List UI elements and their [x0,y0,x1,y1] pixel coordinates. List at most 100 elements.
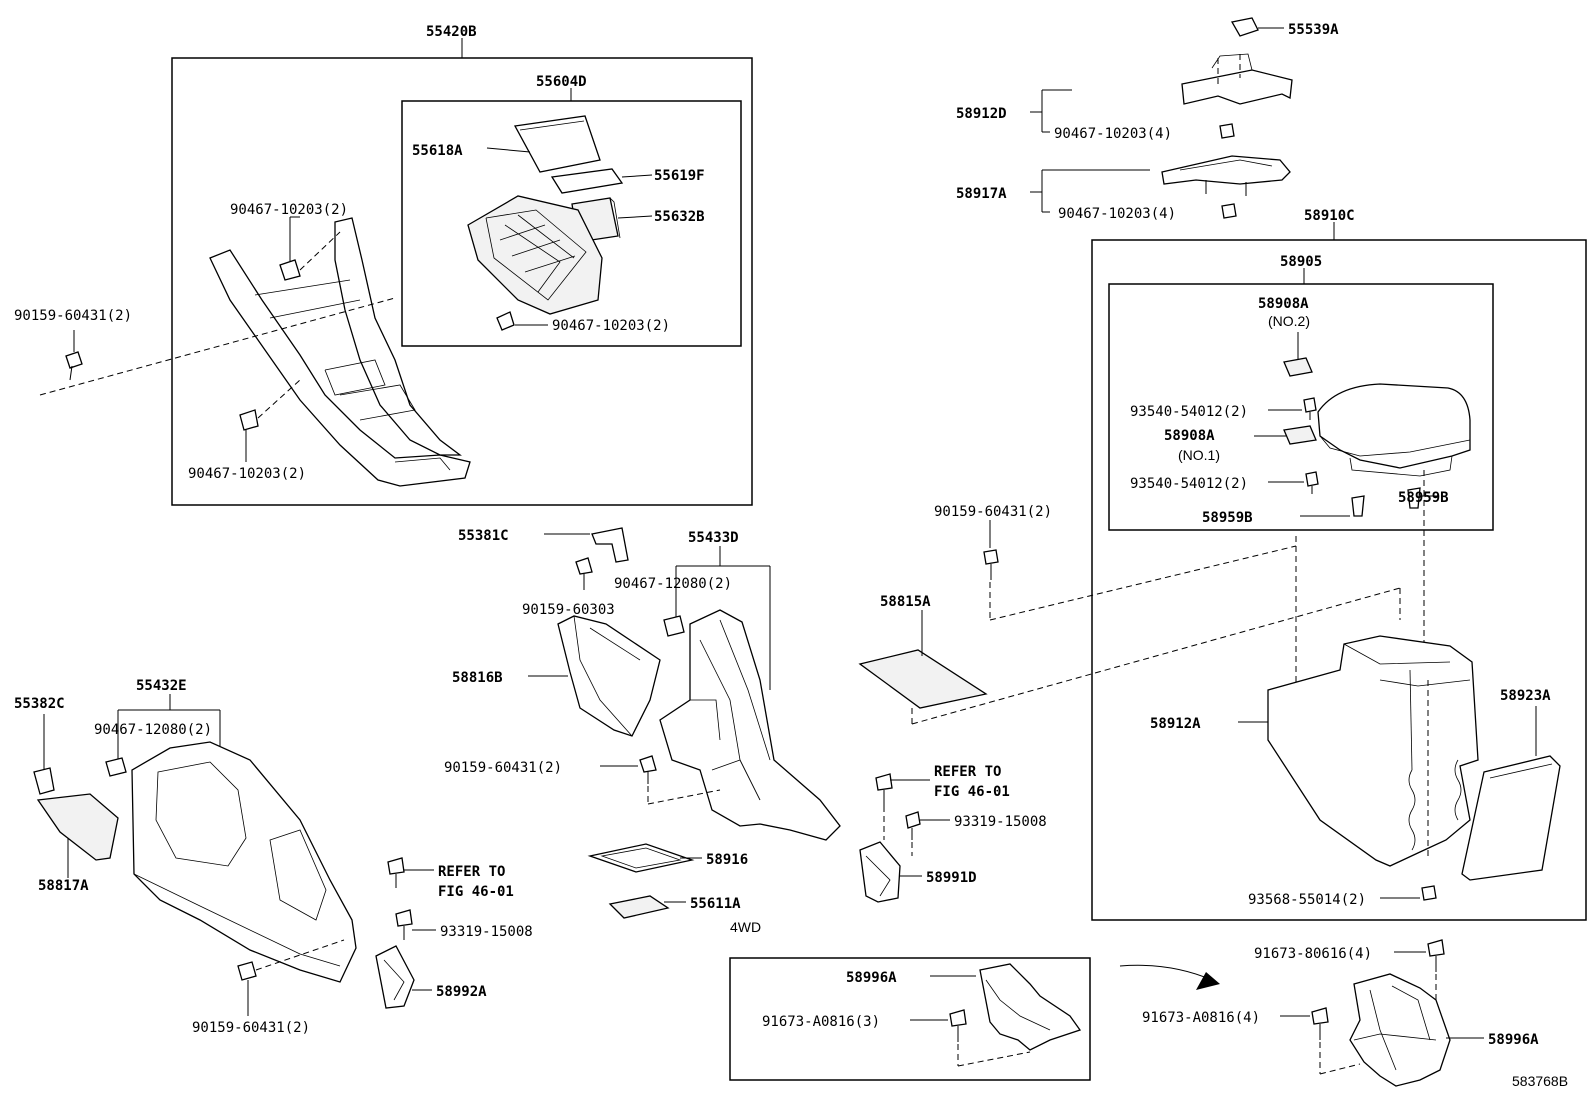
part-55539A [1230,17,1259,37]
label-no1: (NO.1) [1178,447,1220,463]
label-58923A: 58923A [1500,688,1551,704]
part-cup-holder-body [467,195,603,315]
part-55618A [513,115,601,173]
label-screw-90159-60303: 90159-60303 [522,602,615,618]
part-58916 [587,843,695,873]
label-58908A-no1: 58908A [1164,428,1215,444]
screw-icon [1303,397,1317,420]
screw-icon [983,549,999,580]
label-bolt-91673-A0816-4: 91673-A0816(4) [1142,1010,1260,1026]
figure-number: 583768B [1512,1073,1568,1089]
part-58815A [858,649,988,709]
screw-icon [949,1009,967,1042]
box-58905 [1108,283,1494,531]
box-4wd [729,957,1091,1081]
clip-icon [496,311,515,331]
part-console-panel [209,217,471,487]
part-55619F [550,168,624,194]
screw-icon [395,909,413,940]
label-bolt-90467-12080-left: 90467-12080(2) [94,722,212,738]
label-bolt-58912D: 90467-10203(4) [1054,126,1172,142]
label-55539A: 55539A [1288,22,1339,38]
label-bolt-lower: 90467-10203(2) [188,466,306,482]
label-refer-left-b: FIG 46-01 [438,884,514,900]
part-55611A [608,895,670,919]
label-screw-center: 90159-60431(2) [934,504,1052,520]
part-armrest [1317,383,1471,477]
part-58996A-right [1349,973,1451,1087]
label-58992A: 58992A [436,984,487,1000]
screw-icon [1427,939,1445,972]
part-58816B [557,615,661,737]
label-55381C: 55381C [458,528,509,544]
screw-icon [575,557,593,590]
label-refer-center-a: REFER TO [934,764,1001,780]
label-refer-center-b: FIG 46-01 [934,784,1010,800]
label-58996A-4wd: 58996A [846,970,897,986]
clip-icon [1219,123,1235,139]
box-58910C [1091,239,1587,921]
label-58959B-left: 58959B [1202,510,1253,526]
label-55420B: 55420B [426,24,477,40]
label-58816B: 58816B [452,670,503,686]
box-55420B [171,57,753,506]
label-58912D: 58912D [956,106,1007,122]
label-55604D: 55604D [536,74,587,90]
label-58912A: 58912A [1150,716,1201,732]
label-55611A: 55611A [690,896,741,912]
label-55382C: 55382C [14,696,65,712]
screw-icon [639,755,657,784]
label-58916: 58916 [706,852,748,868]
label-58908A-no2: 58908A [1258,296,1309,312]
screw-icon [1311,1007,1329,1040]
label-screw-90159-center: 90159-60431(2) [444,760,562,776]
clip-icon [663,615,685,637]
label-55432E: 55432E [136,678,187,694]
label-55632B: 55632B [654,209,705,225]
label-58959B-right: 58959B [1398,490,1449,506]
label-55433D: 55433D [688,530,739,546]
label-screw-90159-bottom: 90159-60431(2) [192,1020,310,1036]
part-58912A [1267,635,1479,867]
label-55618A: 55618A [412,143,463,159]
part-58991D [859,841,901,903]
clip-icon [239,409,259,431]
label-58817A: 58817A [38,878,89,894]
label-bolt-91673-A0816-3: 91673-A0816(3) [762,1014,880,1030]
label-bolt-91673-80616: 91673-80616(4) [1254,946,1372,962]
screw-icon [1305,471,1319,494]
part-55432E [131,741,357,983]
screw-icon [65,351,83,381]
label-bolt-upper: 90467-10203(2) [230,202,348,218]
label-screw-93540-a: 93540-54012(2) [1130,404,1248,420]
label-bolt-90467-12080-center: 90467-12080(2) [614,576,732,592]
screw-icon [875,773,893,806]
part-58923A [1461,755,1561,881]
label-screw-left: 90159-60431(2) [14,308,132,324]
group-55420B: 55420B 55604D 55618A 55619F 55632B [39,24,753,506]
part-58912D [1181,53,1293,105]
screw-icon [1421,885,1437,901]
part-58996A-4wd [979,963,1082,1051]
clip-icon [279,259,301,281]
part-58917A [1161,155,1291,196]
label-screw-93319-left: 93319-15008 [440,924,533,940]
part-58817A [36,793,119,861]
part-58992A [375,945,415,1009]
label-bolt-cup: 90467-10203(2) [552,318,670,334]
screw-icon [387,857,405,888]
label-55619F: 55619F [654,168,705,184]
label-4wd: 4WD [730,919,761,935]
part-55433D [659,609,841,841]
screw-icon [237,961,257,996]
part-55382C [33,767,55,795]
label-bolt-58917A: 90467-10203(4) [1058,206,1176,222]
label-screw-93540-b: 93540-54012(2) [1130,476,1248,492]
screw-icon [1351,495,1365,517]
label-screw-93319-center: 93319-15008 [954,814,1047,830]
screw-icon [1407,487,1421,509]
label-58905: 58905 [1280,254,1322,270]
label-58991D: 58991D [926,870,977,886]
clip-icon [1221,203,1237,219]
